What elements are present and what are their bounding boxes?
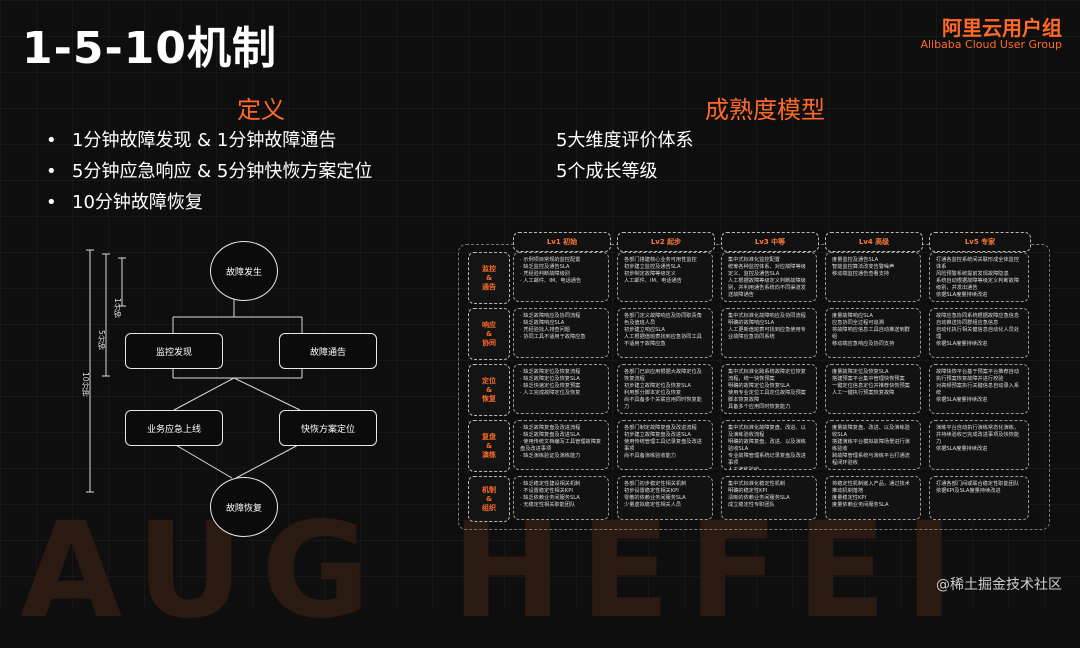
definition-list: 1分钟故障发现 & 1分钟故障通告 5分钟应急响应 & 5分钟快恢方案定位 10… [46, 125, 372, 218]
row-label-organization: 机制 & 组织 [468, 476, 510, 522]
timeline-10min-label: 10分钟 [81, 372, 90, 397]
matrix-cell: 集中式标准化跨系统故障定位恢复流程，统一快恢预案 明确的故障定位及恢复SLA 使… [721, 364, 817, 414]
matrix-cell: 各部门定义故障响应及协同职责角色及值班人员 初步建立响应SLA 人工根据值班表找… [617, 308, 713, 358]
monitor-node: 监控发现 [125, 333, 223, 369]
matrix-cell: 故障应急协同系统根据故障应急信息自动推送协同群组应急信息 自动化执行相关健信息自… [929, 308, 1029, 358]
level-header-lv2: Lv2 起步 [617, 232, 715, 252]
row-label-response: 响应 & 协同 [468, 308, 510, 360]
row-label-review: 复盘 & 演练 [468, 420, 510, 472]
recover-node: 故障恢复 [210, 477, 278, 537]
matrix-cell: 集中式标准化故障复盘、改进、以及演练验收流程 明确的故障复盘、改进、以及演练验收… [721, 420, 817, 470]
matrix-cell: 将稳定性机制嵌入产品，通过技术推动机制落地 度量稳定性KPI 度量依赖业务间服务… [825, 476, 921, 520]
level-header-lv1: Lv1 初始 [513, 232, 611, 252]
maturity-list: 5大维度评价体系 5个成长等级 [556, 125, 693, 187]
locate-node: 快恢方案定位 [279, 410, 377, 446]
slide-title: 1-5-10机制 [22, 23, 277, 74]
matrix-cell: · 缺乏故障定位及恢复流程 · 缺乏故障定位及恢复SLA · 缺乏快速定位及恢复… [513, 364, 609, 414]
notify-node: 故障通告 [279, 333, 377, 369]
matrix-cell: 各部门初步稳定性相关机制 初步设置稳定性相关KPI 零散的依赖业务间服务SLA … [617, 476, 713, 520]
definition-title: 定义 [237, 96, 285, 124]
definition-item: 1分钟故障发现 & 1分钟故障通告 [46, 125, 372, 156]
matrix-cell: 演练平台自动执行演练常态化演练，并持续验收已完成改进事项及快恢能力 依据SLA度… [929, 420, 1029, 470]
matrix-cell: 集中式标准化监控配置 统筹各种监控体系、对应故障等级定义、监控及通告SLA 人工… [721, 252, 817, 302]
matrix-cell: 各部门搭建核心业务可用性监控 初步建立监控及通告SLA 初步制定故障等级定义 人… [617, 252, 713, 302]
maturity-item: 5个成长等级 [556, 161, 658, 182]
matrix-cell: 故障快恢平台基于预案平台推荐自动执行预案恢复故障并进行校验 对高频预案执行关键信… [929, 364, 1029, 414]
level-header-lv3: Lv3 中等 [721, 232, 819, 252]
row-label-locate: 定位 & 恢复 [468, 364, 510, 416]
matrix-cell: · 缺乏稳定性建设相关机制 · 不设置稳定性相关KPI · 缺乏依赖业务间服务S… [513, 476, 609, 520]
level-header-lv5: Lv5 专家 [929, 232, 1031, 252]
row-label-monitor: 监控 & 通告 [468, 252, 510, 304]
matrix-cell: · 示例项目常规的监控配置 · 缺乏监控及通告SLA · 凭经验判断故障级别 ·… [513, 252, 609, 302]
flow-connectors [86, 249, 303, 493]
matrix-cell: 各部门已启应用根据大故障定位及恢复流程 初步建立故障定位及恢复SLA 利用部分脚… [617, 364, 713, 414]
source-credit: @稀土掘金技术社区 [936, 577, 1062, 593]
brand-logo-cn: 阿里云用户组 [942, 16, 1062, 40]
timeline-5min-label: 5分钟 [97, 330, 106, 350]
matrix-cell: 集中式标准化稳定性机制 明确的稳定性KPI 清晰的依赖业务间服务SLA 成立稳定… [721, 476, 817, 520]
maturity-item: 5大维度评价体系 [556, 130, 694, 151]
maturity-title: 成熟度模型 [705, 96, 825, 124]
matrix-cell: · 缺乏故障复盘及改进流程 · 缺乏故障复盘及改进SLA · 使用传统文档编写工… [513, 420, 609, 470]
matrix-cell: · 缺乏故障响应及协同流程 · 缺乏故障响应SLA · 凭经验找人排查问题 · … [513, 308, 609, 358]
matrix-cell: 度量监控及通告SLA 智能监控算法改变告警噪声 移动端监控通告查看支持 [825, 252, 921, 302]
matrix-cell: 各部门制定故障复盘及改进流程 初步建立故障复盘及改进SLA 使用传统管理工具记录… [617, 420, 713, 470]
matrix-cell: 度量故障响应SLA 应急协同全过程可追溯 将故障响应信息工具自动推送到群组 移动… [825, 308, 921, 358]
emergency-node: 业务应急上线 [125, 410, 223, 446]
matrix-cell: 度量故障定位及恢复SLA 搭建预案平台集中管理快恢预案 一键定位信息定位并推荐快… [825, 364, 921, 414]
definition-item: 10分钟故障恢复 [46, 187, 372, 218]
level-header-lv4: Lv4 高级 [825, 232, 923, 252]
definition-item: 5分钟应急响应 & 5分钟快恢方案定位 [46, 156, 372, 187]
matrix-cell: 度量故障复盘、改进、以及演练验收SLA 搭建演练平台模拟故障场景进行演练验收 跨… [825, 420, 921, 470]
matrix-cell: 集中式标准化故障响应及协同流程 明确的故障响应SLA 人工更新值班表可找到应急使… [721, 308, 817, 358]
timeline-1min-label: 1分钟 [113, 298, 122, 318]
fault-occur-node: 故障发生 [210, 241, 278, 301]
brand-logo-en: Alibaba Cloud User Group [920, 38, 1062, 51]
matrix-cell: 打通各部门间或联合稳定性职能团队 依据KPI及SLA度量持续改进 [929, 476, 1029, 520]
matrix-cell: 打通各监控系统间关联形成全体监控体系 风险预警系统提前发现故障隐患 系统自动根据… [929, 252, 1029, 302]
